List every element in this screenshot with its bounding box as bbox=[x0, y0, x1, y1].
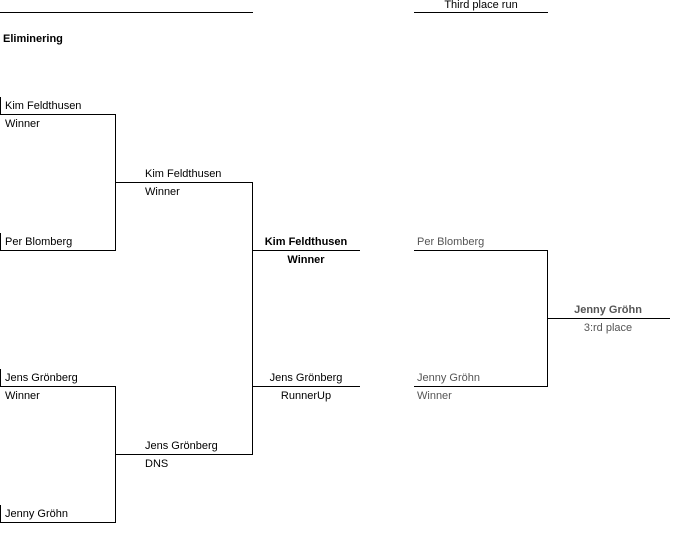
third-place-entrant-2-status: Winner bbox=[417, 390, 452, 402]
r1-entrant-1-name: Kim Feldthusen bbox=[5, 100, 82, 112]
r1-entrant-3-name: Jens Grönberg bbox=[5, 372, 78, 384]
third-place-result-name: Jenny Gröhn bbox=[574, 304, 642, 316]
r2-entrant-2-status: DNS bbox=[145, 458, 169, 470]
bracket-r1-bottom bbox=[0, 369, 116, 523]
r1-entrant-4-name: Jenny Gröhn bbox=[5, 508, 68, 520]
r2-entrant-2-name: Jens Grönberg bbox=[145, 440, 218, 452]
bracket-r2 bbox=[115, 182, 253, 455]
bracket-third-place bbox=[414, 250, 548, 387]
final-entrant-1-status: Winner bbox=[287, 254, 325, 266]
final-entrant-1-name: Kim Feldthusen bbox=[264, 236, 348, 248]
bracket-r1-top bbox=[0, 97, 116, 251]
r1-entrant-2-name: Per Blomberg bbox=[5, 236, 73, 248]
r2-entrant-1-status: Winner bbox=[145, 186, 180, 198]
third-place-entrant-1-name: Per Blomberg bbox=[417, 236, 485, 248]
third-place-result-status: 3:rd place bbox=[583, 322, 633, 334]
page-title: Eliminering bbox=[3, 33, 63, 45]
final-entrant-2-status: RunnerUp bbox=[280, 390, 332, 402]
r2-entrant-1-name: Kim Feldthusen bbox=[145, 168, 222, 180]
third-place-title: Third place run bbox=[444, 0, 518, 11]
final-entrant-2-name: Jens Grönberg bbox=[269, 372, 343, 384]
r1-entrant-3-status: Winner bbox=[5, 390, 40, 402]
third-place-entrant-2-name: Jenny Gröhn bbox=[417, 372, 480, 384]
r1-entrant-1-status: Winner bbox=[5, 118, 40, 130]
